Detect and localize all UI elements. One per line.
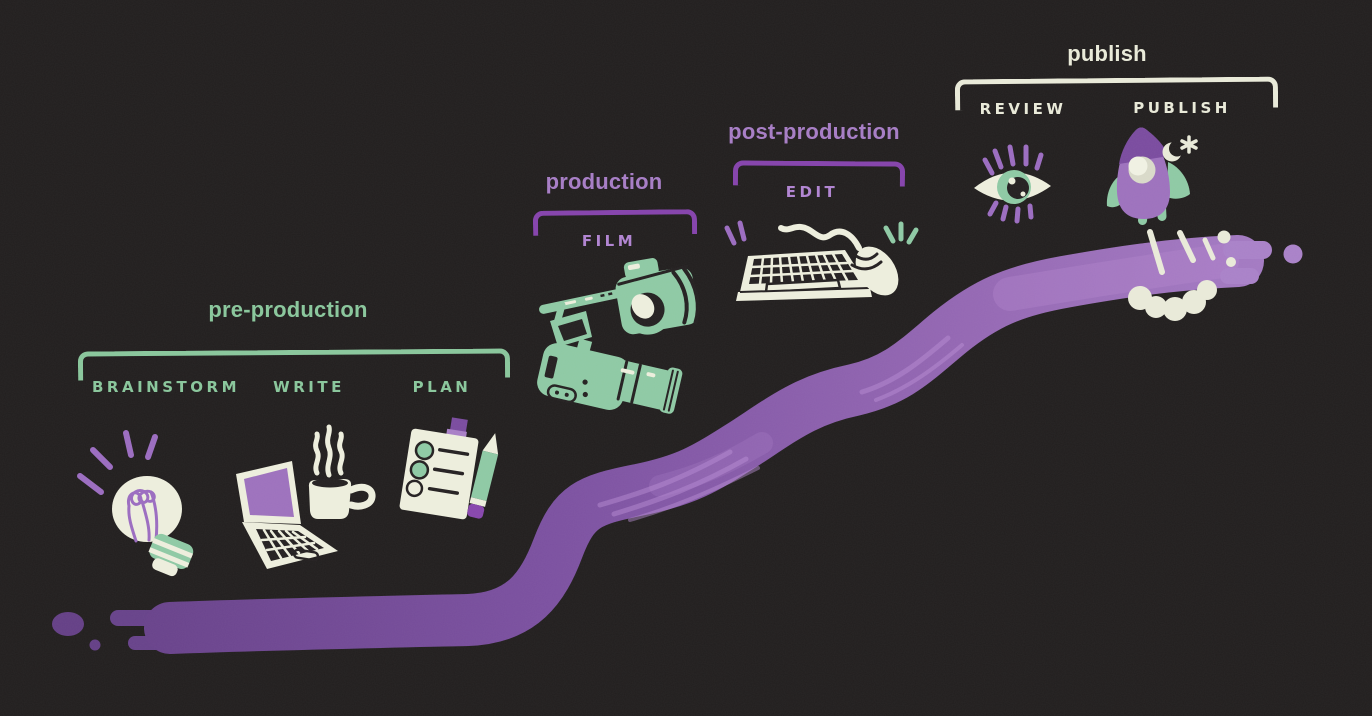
step-label-publish: PUBLISH — [1133, 99, 1231, 117]
step-label-edit: EDIT — [785, 183, 839, 201]
pre-production-bracket — [77, 348, 511, 381]
step-label-write: WRITE — [273, 378, 345, 396]
stage-title-publish: publish — [1067, 41, 1147, 66]
step-label-plan: PLAN — [412, 378, 472, 396]
stage-title-post-production: post-production — [728, 119, 900, 144]
stage-title-production: production — [545, 169, 663, 194]
step-label-film: FILM — [581, 232, 637, 250]
stage-title-pre-production: pre-production — [208, 297, 368, 322]
step-label-review: REVIEW — [979, 100, 1067, 118]
step-label-brainstorm: BRAINSTORM — [92, 378, 240, 396]
